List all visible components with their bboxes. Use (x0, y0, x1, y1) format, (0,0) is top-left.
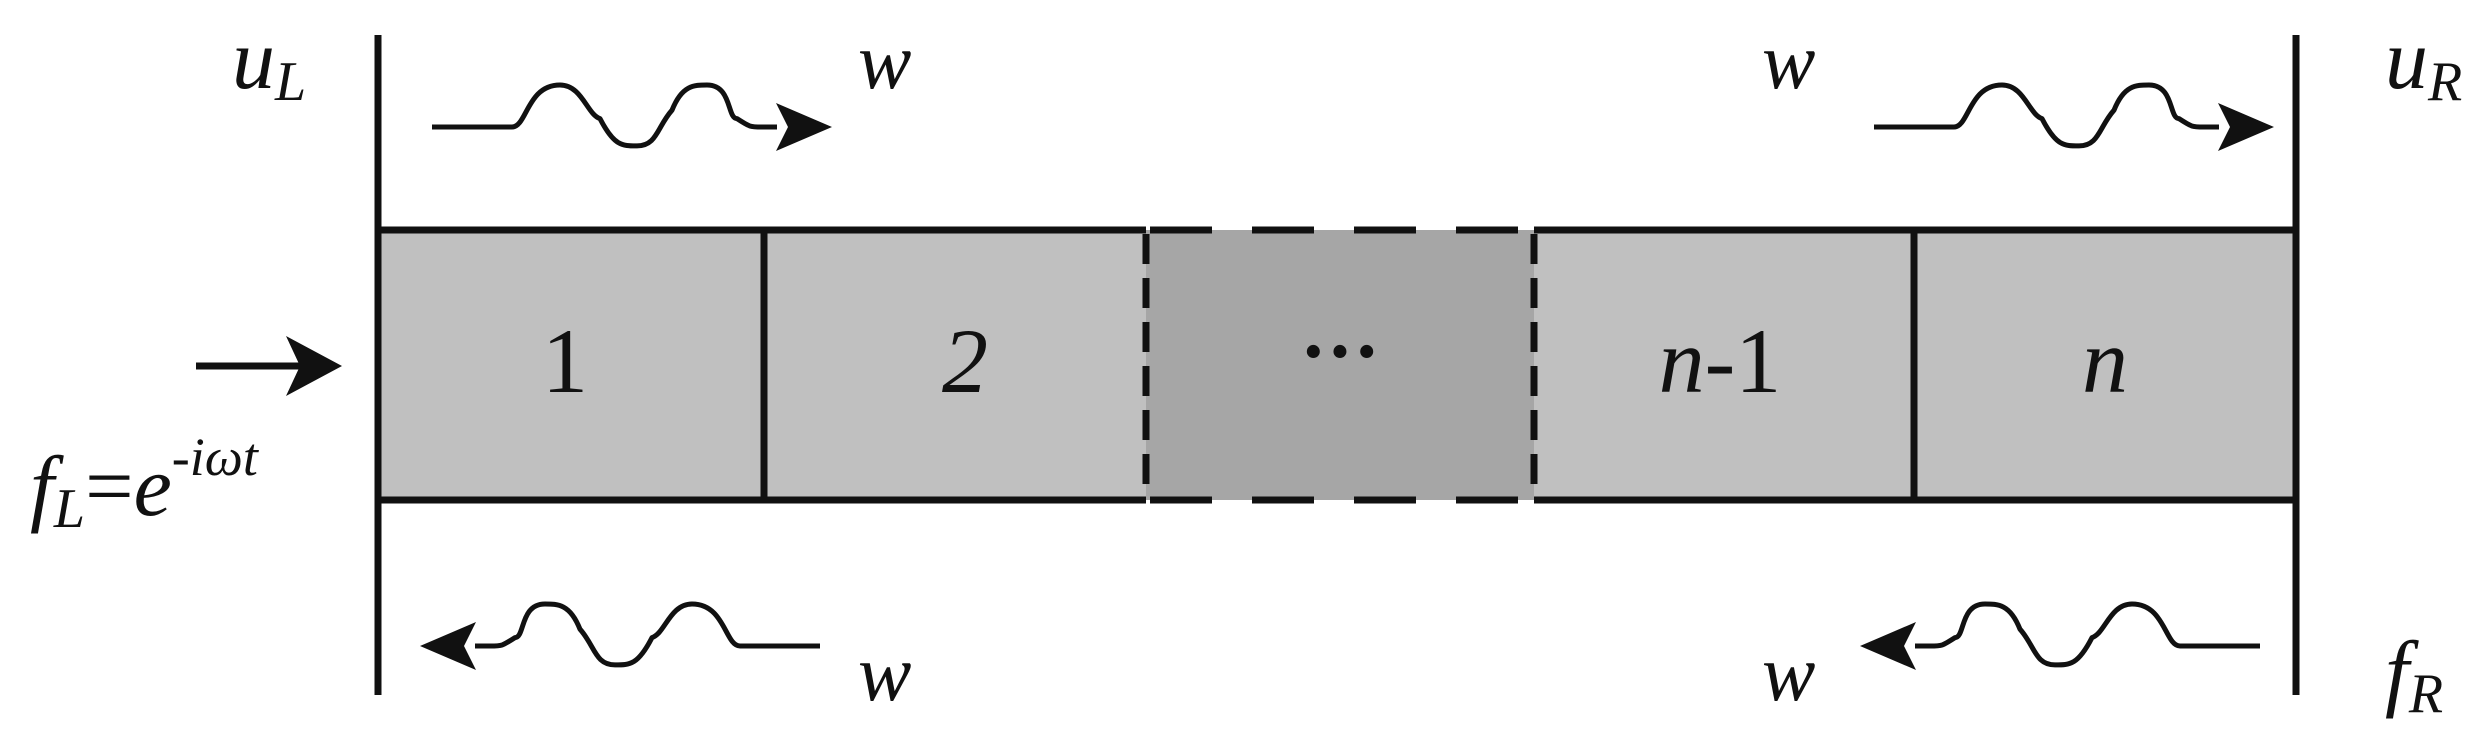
u-right-sub: R (2427, 51, 2462, 113)
cell-2 (764, 230, 1146, 500)
cell-n-minus-1 (1534, 230, 1914, 500)
u-right-symbol: u (2385, 11, 2428, 107)
wave-bottom-right-arrowhead (1860, 622, 1916, 670)
u-left-sub: L (274, 51, 306, 113)
wave-top-left-wave (432, 82, 777, 149)
cell-1 (378, 230, 764, 500)
wave-bottom-right-wave (1915, 601, 2260, 668)
f-right-sub: R (2408, 663, 2443, 725)
cell-ellipsis (1146, 230, 1534, 500)
wave-bottom-left-wave (475, 601, 820, 668)
u-left-symbol: u (232, 11, 275, 107)
u-right-label: uR (2385, 11, 2462, 113)
cell-1-label: 1 (542, 310, 588, 412)
cell-n (1914, 230, 2296, 500)
wave-top-left-arrowhead (776, 103, 832, 151)
f-left-equals: = (85, 438, 134, 534)
force-arrow-head (286, 336, 342, 396)
cell-ellipsis-label: ··· (1300, 308, 1380, 396)
f-left-equation: fL=e-iωt (30, 427, 260, 540)
wave-label-top-right: w (1762, 18, 1815, 106)
wave-bottom-left-arrowhead (420, 622, 476, 670)
f-right-label: fR (2385, 623, 2443, 725)
wave-label-bottom-right: w (1762, 630, 1815, 718)
cell-n-minus-1-n: n (1659, 310, 1705, 412)
wave-label-bottom-left: w (858, 630, 911, 718)
f-left-base: e (134, 438, 172, 534)
cell-n-minus-1-suffix: -1 (1705, 310, 1782, 412)
u-left-label: uL (232, 11, 306, 113)
wave-arrows (420, 82, 2274, 670)
f-left-exponent: -iωt (172, 427, 260, 487)
wave-top-right-wave (1874, 82, 2219, 149)
wave-label-top-left: w (858, 18, 911, 106)
cell-2-label: 2 (942, 310, 988, 412)
wave-top-right-arrowhead (2218, 103, 2274, 151)
cell-n-minus-1-label: n-1 (1659, 310, 1782, 412)
f-left-sub: L (53, 478, 85, 540)
cell-n-label: n (2082, 310, 2128, 412)
